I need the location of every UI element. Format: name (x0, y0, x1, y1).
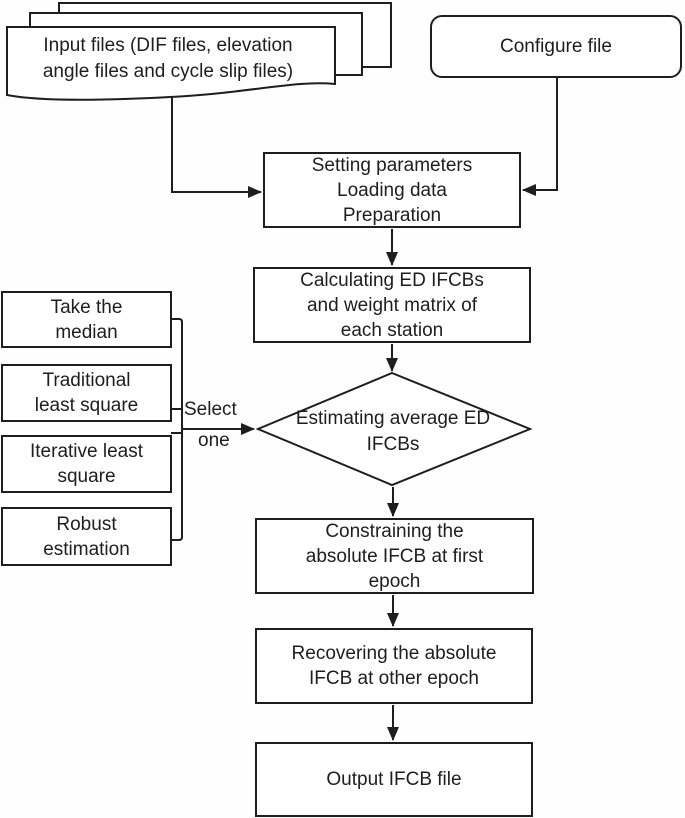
options-bracket (171, 318, 183, 541)
option-traditional-least-square-label: Traditional least square (34, 370, 139, 416)
option-iterative-least-square: Iterative least square (1, 435, 172, 493)
option-take-the-median-label: Take the median (50, 296, 123, 343)
option-take-the-median: Take the median (1, 291, 172, 348)
decision-diamond-shape (255, 371, 533, 487)
node-configure-file: Configure file (430, 15, 682, 78)
document-shape-input-files (6, 26, 336, 101)
connector-input-to-setting (171, 88, 262, 198)
document-stack-shape (6, 2, 392, 101)
node-output-ifcb-file-label: Output IFCB file (326, 769, 462, 790)
connector-configure-to-setting (522, 78, 558, 196)
decision-estimating-average-ed-ifcbs-label: Estimating average ED IFCBs (295, 408, 491, 455)
select-one-label-word1: Select (184, 399, 237, 420)
node-constraining-absolute-ifcb: Constraining the absolute IFCB at first … (255, 518, 534, 594)
option-robust-estimation: Robust estimation (1, 507, 172, 566)
node-configure-file-label: Configure file (500, 36, 612, 57)
option-iterative-least-square-label: Iterative least square (30, 441, 143, 487)
node-calculating-ed-ifcbs-label: Calculating ED IFCBs and weight matrix o… (300, 269, 484, 341)
node-setting-parameters: Setting parameters Loading data Preparat… (263, 152, 521, 228)
select-one-label-word2: one (198, 430, 230, 451)
node-calculating-ed-ifcbs: Calculating ED IFCBs and weight matrix o… (253, 267, 531, 343)
node-input-files-label: Input files (DIF files, elevation angle … (42, 35, 294, 82)
node-setting-parameters-label: Setting parameters Loading data Preparat… (311, 154, 473, 226)
node-recovering-absolute-ifcb-label: Recovering the absolute IFCB at other ep… (291, 643, 497, 689)
option-robust-estimation-label: Robust estimation (43, 513, 130, 560)
node-output-ifcb-file: Output IFCB file (255, 742, 533, 817)
node-recovering-absolute-ifcb: Recovering the absolute IFCB at other ep… (255, 628, 533, 704)
node-constraining-absolute-ifcb-label: Constraining the absolute IFCB at first … (305, 520, 484, 592)
option-traditional-least-square: Traditional least square (1, 364, 172, 422)
